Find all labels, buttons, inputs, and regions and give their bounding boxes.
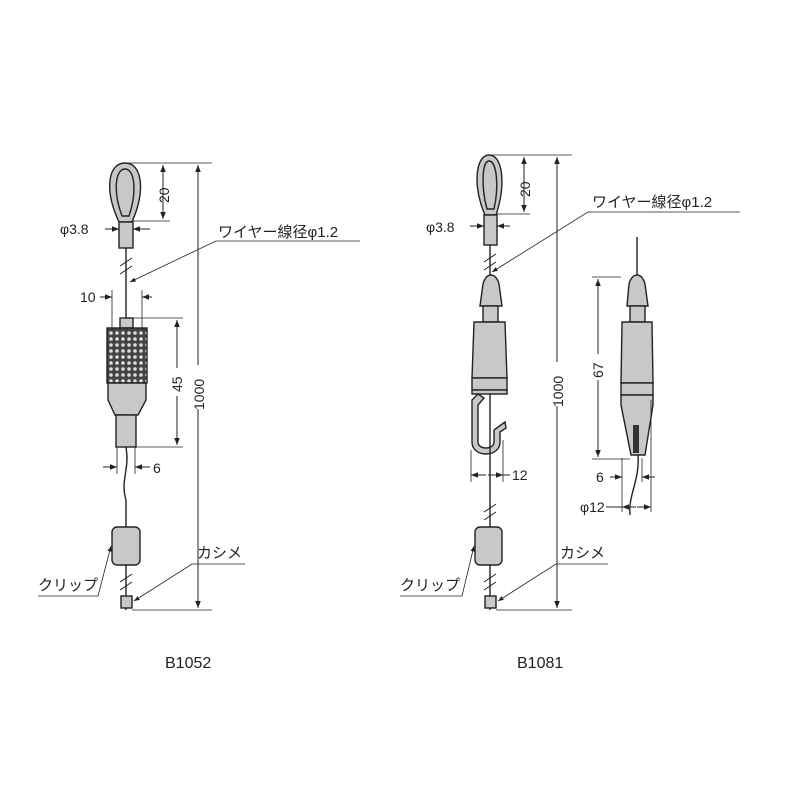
label-clip: クリップ — [400, 577, 460, 594]
side-cone — [626, 274, 649, 307]
drawing-b1052: 20 φ3.8 10 45 6 1000 ワイヤー線径φ1.2 カシメ クリップ… — [38, 162, 360, 672]
sleeve — [118, 221, 134, 249]
plug-body — [471, 321, 508, 379]
dim-grip-length: 45 — [169, 376, 185, 392]
dim-loop-height: 20 — [156, 187, 172, 203]
dim-sleeve-dia: φ3.8 — [426, 219, 455, 235]
dim-sleeve-dia: φ3.8 — [60, 221, 89, 237]
wire-loop-inner — [115, 168, 135, 217]
drawing-b1081: 20 φ3.8 12 1000 67 — [400, 154, 740, 672]
knurled-grip — [106, 327, 148, 384]
plug-cone — [479, 274, 503, 307]
dim-side-length: 67 — [590, 362, 606, 378]
break-mark — [483, 503, 497, 521]
label-crimp: カシメ — [197, 545, 242, 562]
dim-side-dia: φ12 — [580, 499, 605, 515]
label-wire-diameter: ワイヤー線径φ1.2 — [218, 224, 338, 241]
clip — [474, 526, 503, 566]
dim-tail-width: 6 — [153, 460, 161, 476]
dim-total-length: 1000 — [550, 376, 566, 407]
grip-tail — [115, 414, 137, 448]
dim-side-width: 6 — [596, 469, 604, 485]
plug-neck — [482, 305, 499, 323]
label-wire-diameter: ワイヤー線径φ1.2 — [592, 194, 712, 211]
break-mark — [119, 257, 133, 275]
dim-total-length: 1000 — [191, 379, 207, 410]
grip-body — [107, 382, 147, 416]
label-crimp: カシメ — [560, 545, 605, 562]
break-mark — [483, 253, 497, 271]
clip — [111, 526, 141, 566]
model-b1052: B1052 — [165, 655, 211, 672]
grip-cap — [119, 317, 134, 329]
sleeve — [483, 214, 498, 246]
dim-hook-width: 12 — [512, 467, 528, 483]
crimp-sleeve — [484, 595, 497, 609]
crimp-sleeve — [120, 595, 133, 609]
break-mark — [483, 573, 497, 591]
model-b1081: B1081 — [517, 655, 563, 672]
dim-grip-width: 10 — [80, 289, 96, 305]
wire-tail — [123, 446, 128, 501]
wire-loop-inner — [482, 160, 498, 210]
plug-band — [471, 377, 508, 391]
side-view: 67 6 φ12 — [580, 237, 655, 516]
dim-loop-height: 20 — [517, 181, 533, 197]
label-clip: クリップ — [38, 577, 98, 594]
hook — [471, 393, 507, 455]
break-mark — [119, 573, 133, 591]
side-body — [620, 321, 654, 384]
